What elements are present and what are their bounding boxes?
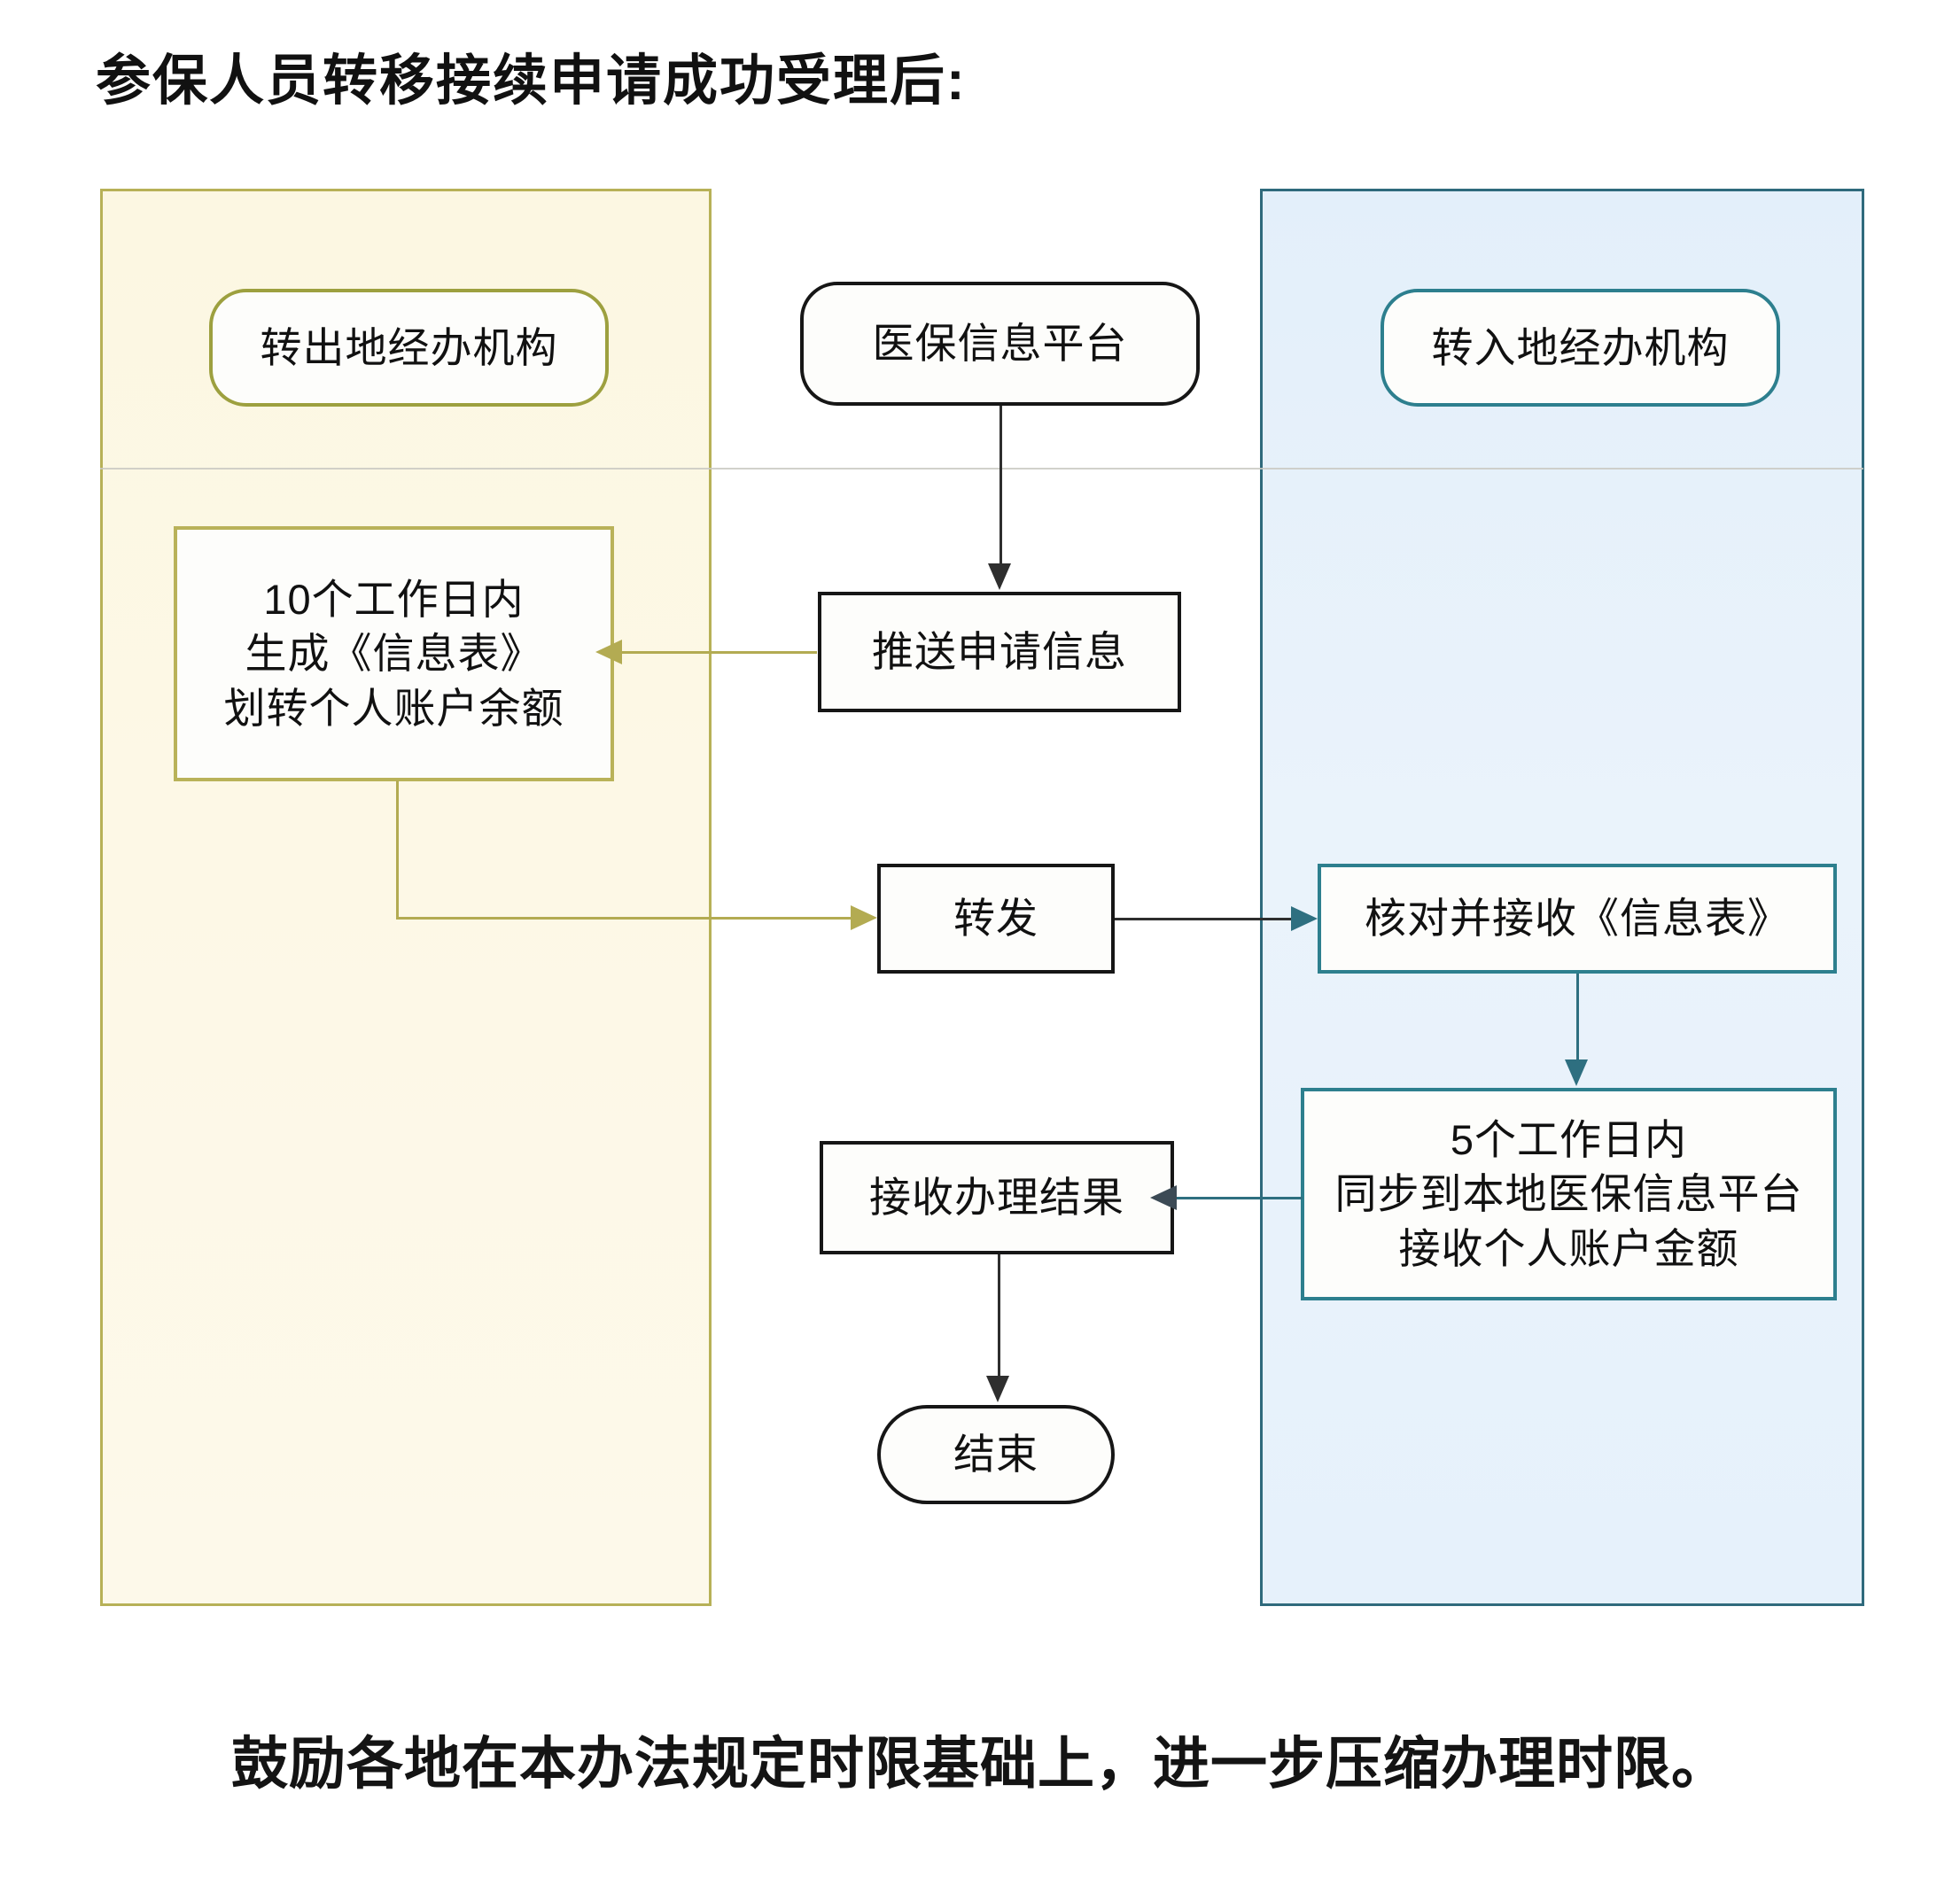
arrowhead-receive-to-sync [1565, 1059, 1588, 1086]
node-insurance-platform[interactable]: 医保信息平台 [800, 282, 1200, 406]
edge-platform-to-push [999, 406, 1002, 567]
page-title: 参保人员转移接续申请成功受理后: [96, 50, 967, 112]
node-sync-local-platform[interactable]: 5个工作日内 同步到本地医保信息平台 接收个人账户金额 [1301, 1088, 1837, 1300]
edge-forward-to-receive [1115, 918, 1294, 920]
edge-sync-to-result [1175, 1197, 1303, 1199]
arrowhead-generate-to-forward [851, 905, 877, 930]
lane-divider [100, 468, 1863, 470]
node-verify-receive-info-table[interactable]: 核对并接收《信息表》 [1318, 864, 1837, 974]
edge-result-to-end [998, 1254, 1000, 1378]
arrowhead-result-to-end [986, 1376, 1009, 1402]
arrowhead-push-to-generate [595, 640, 622, 664]
node-transfer-out-agency[interactable]: 转出地经办机构 [209, 289, 609, 407]
footer-caption: 鼓励各地在本办法规定时限基础上，进一步压缩办理时限。 [231, 1732, 1729, 1796]
node-transfer-in-agency[interactable]: 转入地经办机构 [1381, 289, 1780, 407]
edge-generate-to-forward [396, 917, 853, 920]
edge-receive-to-sync [1576, 974, 1579, 1062]
node-generate-info-table[interactable]: 10个工作日内 生成《信息表》 划转个人账户余额 [174, 526, 614, 781]
edge-generate-down [396, 780, 399, 918]
arrowhead-platform-to-push [988, 563, 1011, 590]
edge-push-to-generate [620, 651, 817, 654]
swimlane-transfer-out [100, 189, 712, 1606]
node-push-application-info[interactable]: 推送申请信息 [818, 592, 1181, 712]
node-end[interactable]: 结束 [877, 1405, 1115, 1504]
arrowhead-sync-to-result [1150, 1185, 1177, 1210]
node-receive-result[interactable]: 接收办理结果 [820, 1141, 1174, 1254]
arrowhead-forward-to-receive [1291, 906, 1318, 931]
node-forward[interactable]: 转发 [877, 864, 1115, 974]
